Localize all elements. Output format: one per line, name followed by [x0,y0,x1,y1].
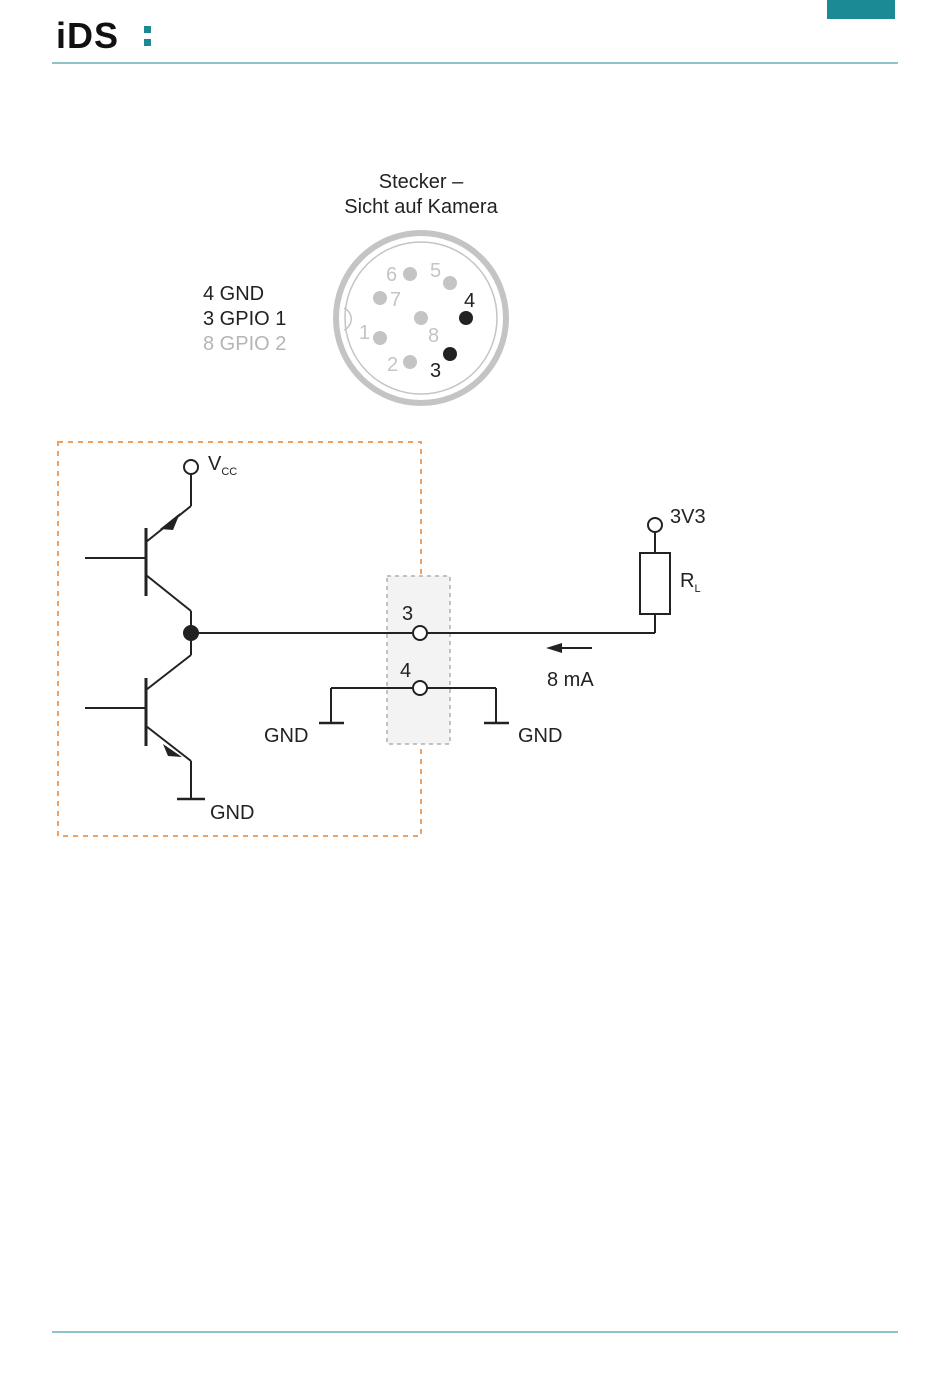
pin-6-label: 6 [386,264,397,286]
resistor-label: RL [680,570,701,595]
pin-6-dot [403,267,417,281]
supply-terminal [648,518,662,532]
connector-face: 1 2 3 4 5 6 7 8 [336,233,506,403]
upper-collector-lead [146,575,191,611]
pin-5-label: 5 [430,260,441,282]
lower-transistor [85,633,205,799]
pin-3-label: 3 [430,360,441,382]
pin-1-label: 1 [359,322,370,344]
vcc-label-sub: CC [221,466,237,478]
lower-collector-lead [146,655,191,690]
current-label: 8 mA [547,669,594,691]
pin-2-label: 2 [387,354,398,376]
vcc-label: VCC [208,453,237,478]
supply-label: 3V3 [670,506,706,528]
load-resistor [640,553,670,614]
legend-gnd: 4 GND [203,283,264,305]
pin-8-dot [414,311,428,325]
pin3-label: 3 [402,603,413,625]
vcc-terminal [184,460,198,474]
header-accent-tab [827,0,895,19]
camera-boundary-box [58,442,421,836]
upper-emitter-arrow [160,513,180,530]
upper-transistor [85,475,191,633]
vcc-label-main: V [208,453,222,475]
pin-4-label: 4 [464,290,475,312]
logo-accent-dot-top [144,26,151,33]
pin4-label: 4 [400,660,411,682]
gnd-left-label: GND [264,725,308,747]
pin-3-dot [443,347,457,361]
pin-7-label: 7 [390,289,401,311]
gnd-right-label: GND [518,725,562,747]
gnd-bottom-label: GND [210,802,254,824]
connector-boundary-box [387,576,450,744]
legend-gpio1: 3 GPIO 1 [203,308,286,330]
ids-logo: iDS [56,15,151,56]
resistor-label-sub: L [694,583,700,595]
connector-title-line2: Sicht auf Kamera [344,196,498,218]
legend-gpio2: 8 GPIO 2 [203,333,286,355]
pin-1-dot [373,331,387,345]
pin3-terminal [413,626,427,640]
resistor-label-main: R [680,570,694,592]
connector-title-line1: Stecker – [379,171,464,193]
logo-text: iDS [56,15,119,56]
pin-7-dot [373,291,387,305]
pin-4-dot [459,311,473,325]
logo-accent-dot-bottom [144,39,151,46]
pin-2-dot [403,355,417,369]
pin4-terminal [413,681,427,695]
pin-8-label: 8 [428,325,439,347]
current-arrow-head [546,643,562,653]
pin-5-dot [443,276,457,290]
